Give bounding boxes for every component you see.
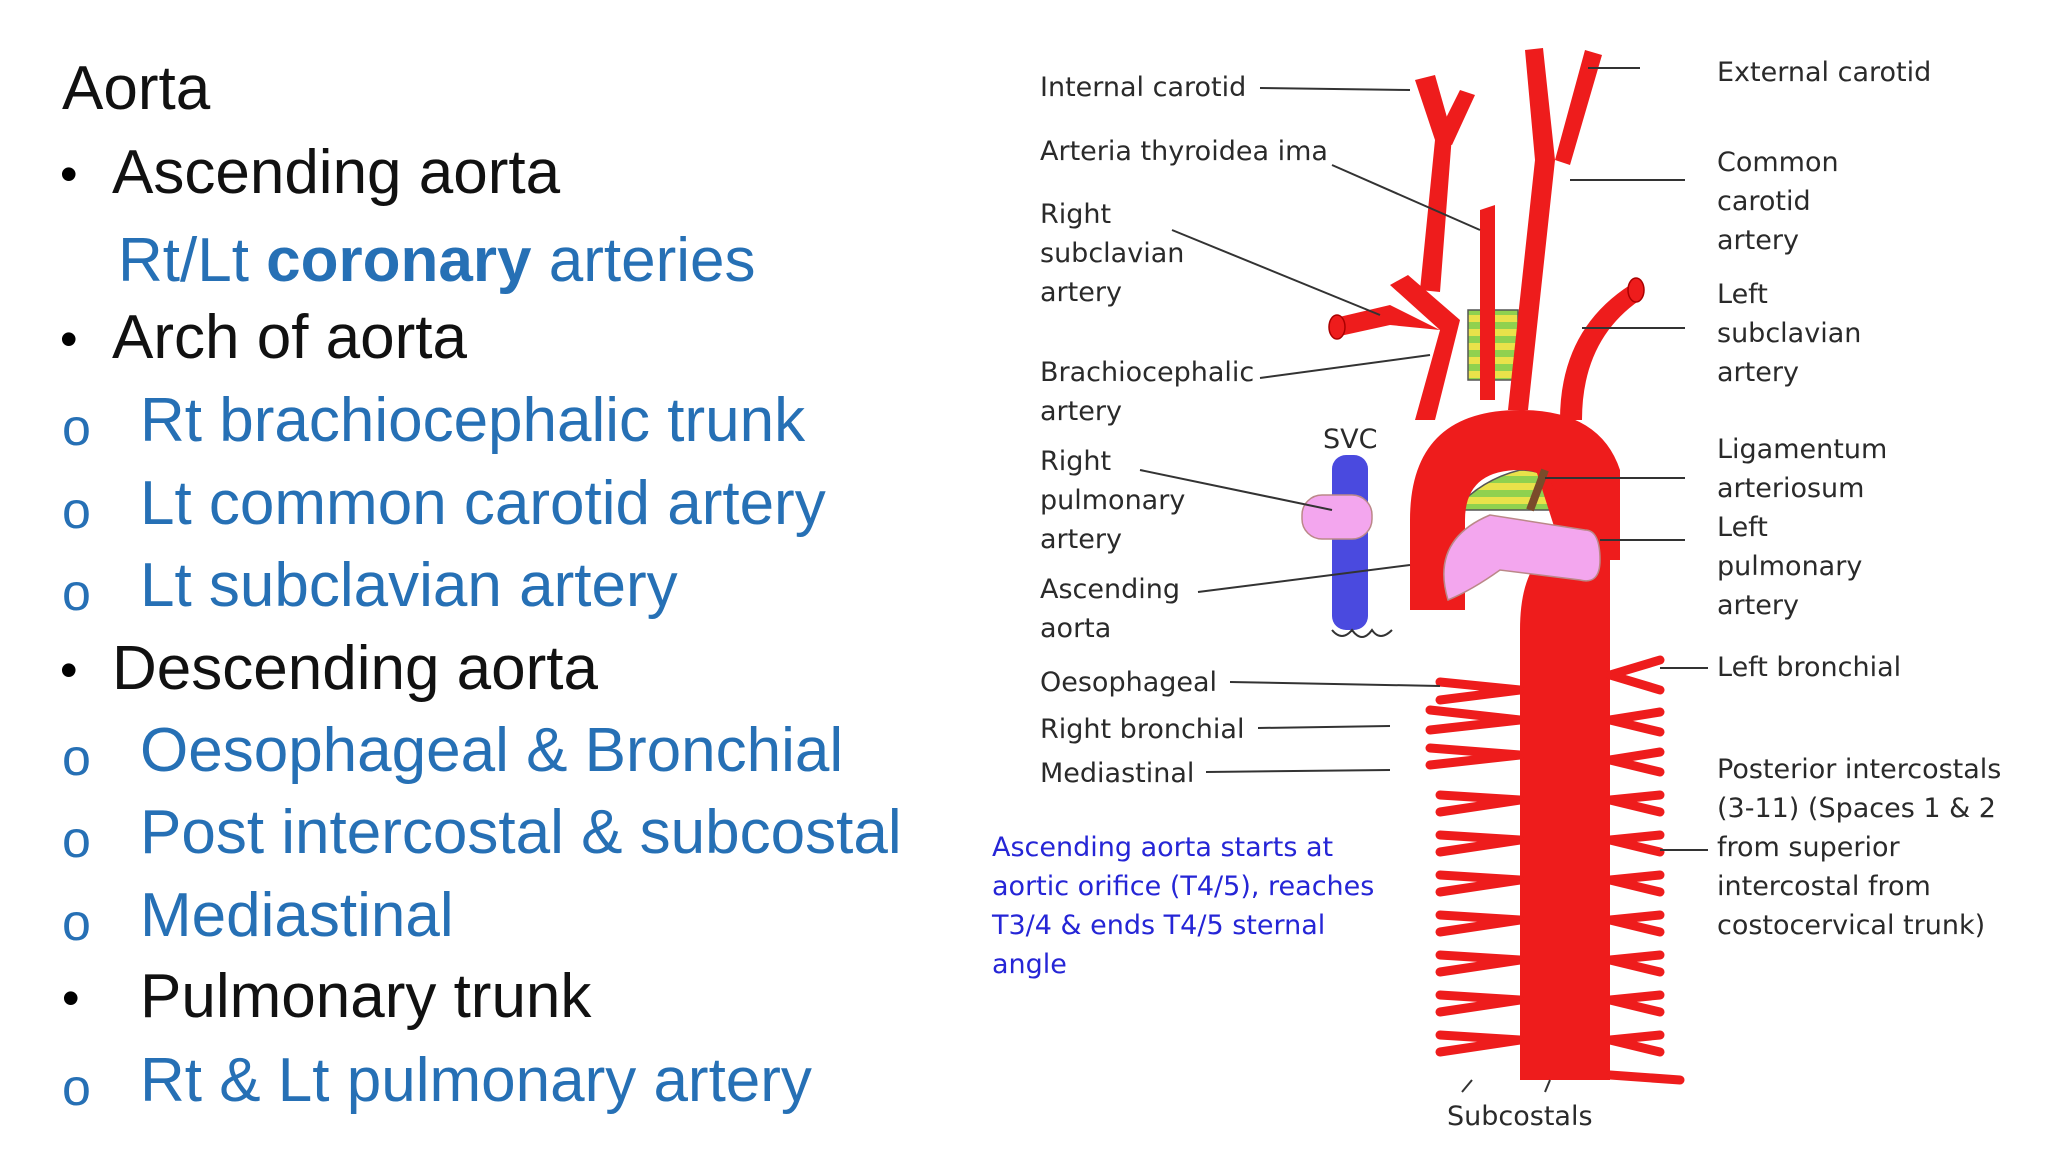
bullet-icon: • <box>60 311 78 367</box>
sub-bullet-icon: o <box>62 894 91 952</box>
leader-lines <box>1139 67 1708 1093</box>
ascending-aorta-note: Ascending aorta starts at aortic orifice… <box>992 832 1375 980</box>
item-intercostal-subcostal: Post intercostal & subcostal <box>140 798 902 867</box>
pulmonary-trunk-shape <box>1443 514 1601 602</box>
bullet-icon: • <box>60 642 78 698</box>
item-mediastinal: Mediastinal <box>140 881 454 950</box>
item-pulmonary-arteries: Rt & Lt pulmonary artery <box>140 1046 812 1115</box>
left-carotid-shape <box>1508 48 1555 410</box>
coronary-prefix: Rt/Lt <box>118 226 249 295</box>
svc-shape <box>1332 455 1368 630</box>
left-subclavian-shape <box>1560 285 1640 420</box>
descending-aorta-shape <box>1520 416 1610 1081</box>
coronary-bold: coronary <box>266 226 532 295</box>
label-internal-carotid: Internal carotid <box>1040 72 1247 103</box>
item-descending-aorta: Descending aorta <box>112 634 598 703</box>
bullet-icon: • <box>62 970 80 1026</box>
label-right-bronchial: Right bronchial <box>1040 714 1245 745</box>
brachiocephalic-shape <box>1390 275 1460 420</box>
sub-bullet-icon: o <box>62 729 91 787</box>
thyroidea-ima-shape <box>1480 205 1495 400</box>
item-oesophageal-bronchial: Oesophageal & Bronchial <box>140 716 844 785</box>
label-thyroidea-ima: Arteria thyroidea ima <box>1040 136 1328 167</box>
label-right-subclavian: Right subclavian artery <box>1040 199 1185 308</box>
item-brachiocephalic: Rt brachiocephalic trunk <box>140 386 806 455</box>
item-common-carotid: Lt common carotid artery <box>140 469 826 538</box>
label-left-subclavian: Left subclavian artery <box>1717 279 1862 388</box>
label-common-carotid: Common carotid artery <box>1717 147 1839 256</box>
sub-bullet-icon: o <box>62 1059 91 1117</box>
label-right-pulmonary: Right pulmonary artery <box>1040 446 1186 555</box>
label-left-pulmonary: Left pulmonary artery <box>1717 512 1863 621</box>
label-svc: SVC <box>1323 424 1378 455</box>
aorta-illustration <box>1139 48 1708 1093</box>
label-posterior-intercostals: Posterior intercostals (3-11) (Spaces 1 … <box>1717 754 2002 941</box>
text-panel: Aorta • Ascending aorta Rt/Lt coronary a… <box>0 0 960 1152</box>
item-arch-of-aorta: Arch of aorta <box>112 303 467 372</box>
label-left-bronchial: Left bronchial <box>1717 652 1902 683</box>
item-pulmonary-trunk: Pulmonary trunk <box>140 962 592 1031</box>
heading-aorta: Aorta <box>62 54 211 123</box>
item-subclavian: Lt subclavian artery <box>140 551 678 620</box>
svc-stump <box>1331 628 1393 638</box>
label-mediastinal: Mediastinal <box>1040 758 1195 789</box>
label-ascending-aorta: Ascending aorta <box>1040 574 1180 644</box>
aorta-diagram: Internal carotid Arteria thyroidea ima R… <box>960 0 2048 1152</box>
sub-bullet-icon: o <box>62 482 91 540</box>
label-external-carotid: External carotid <box>1717 57 1932 88</box>
intercostal-branches <box>1425 655 1685 1085</box>
right-subclavian-shape <box>1335 305 1440 336</box>
item-coronary-arteries: Rt/Lt coronary arteries <box>118 230 755 292</box>
label-oesophageal: Oesophageal <box>1040 667 1218 698</box>
sub-bullet-icon: o <box>62 564 91 622</box>
sub-bullet-icon: o <box>62 399 91 457</box>
label-ligamentum: Ligamentum arteriosum <box>1717 434 1888 504</box>
right-carotid-shape <box>1415 75 1452 292</box>
item-ascending-aorta: Ascending aorta <box>112 138 561 207</box>
right-pulmonary-shape <box>1301 494 1373 540</box>
label-subcostals: Subcostals <box>1447 1101 1593 1132</box>
sub-bullet-icon: o <box>62 811 91 869</box>
ligamentum-shape <box>1526 468 1549 512</box>
bullet-icon: • <box>60 146 78 202</box>
label-brachiocephalic: Brachiocephalic artery <box>1040 357 1255 427</box>
coronary-suffix: arteries <box>548 226 756 295</box>
